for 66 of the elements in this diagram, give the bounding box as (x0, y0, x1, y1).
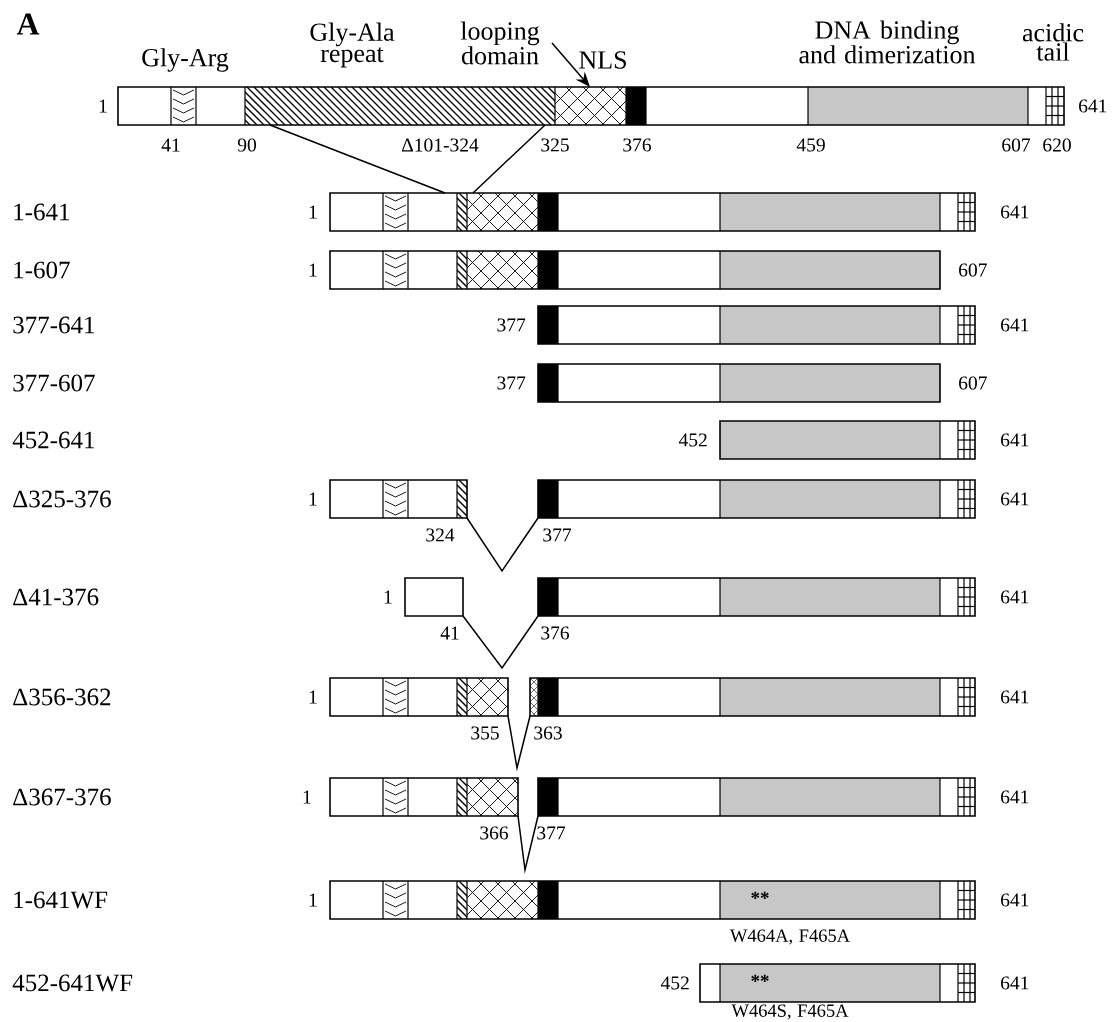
residue-number: 641 (1001, 790, 1029, 804)
residue-number: 377 (497, 376, 526, 390)
residue-number: 641 (1001, 205, 1029, 219)
construct-name: 1-607 (14, 261, 70, 279)
deletion-line (517, 815, 539, 875)
construct-name: 377-641 (13, 316, 94, 334)
construct-name: 1-641WF (14, 891, 108, 909)
residue-number: 1 (384, 590, 392, 604)
residue-number: 641 (1001, 590, 1029, 604)
deletion-line (462, 615, 539, 670)
residue-number: 366 (480, 826, 509, 840)
residue-number: 459 (796, 138, 825, 152)
zoom-line (472, 124, 546, 194)
residue-number: 377 (537, 826, 566, 840)
deletion-label: Δ101-324 (402, 138, 479, 152)
construct-name: 452-641 (12, 431, 94, 449)
residue-number: 1 (309, 263, 317, 277)
zoom-line (269, 124, 446, 194)
construct-name: Δ356-362 (13, 688, 111, 706)
mutation-mark: ** (751, 891, 769, 899)
residue-number: 377 (543, 528, 572, 542)
residue-number: 324 (426, 528, 455, 542)
residue-number: 641 (1001, 318, 1029, 332)
construct-name: Δ325-376 (13, 490, 111, 508)
domain-label: NLS (579, 51, 626, 69)
mutation-label: W464S, F465A (731, 1004, 849, 1020)
residue-number: 41 (161, 138, 180, 152)
residue-number: 620 (1043, 138, 1071, 152)
residue-number: 376 (541, 626, 570, 640)
residue-number: 607 (959, 263, 987, 277)
domain-label: looping domain (460, 21, 540, 65)
mutation-mark: ** (751, 974, 769, 982)
construct-name: 1-641 (14, 203, 69, 221)
deletion-line (466, 517, 539, 573)
residue-number: 363 (534, 726, 562, 740)
residue-number: 1 (309, 690, 317, 704)
residue-number: 452 (678, 433, 707, 447)
panel-letter: A (16, 13, 40, 35)
residue-number: 641 (1079, 99, 1107, 113)
residue-number: 641 (1001, 690, 1029, 704)
residue-number: 1 (309, 893, 317, 907)
construct-name: Δ367-376 (13, 788, 111, 806)
residue-number: 607 (959, 376, 987, 390)
residue-number: 1 (309, 205, 317, 219)
residue-number: 355 (471, 726, 499, 740)
residue-number: 607 (1002, 138, 1031, 152)
deletion-line (507, 715, 531, 772)
residue-number: 641 (1001, 893, 1029, 907)
residue-number: 41 (440, 626, 459, 640)
residue-number: 90 (237, 138, 256, 152)
residue-number: 1 (303, 790, 311, 804)
residue-number: 376 (623, 138, 652, 152)
construct-name: 377-607 (13, 374, 95, 392)
residue-number: 1 (99, 99, 107, 113)
arrow (551, 42, 590, 87)
mutation-label: W464A, F465A (729, 929, 850, 945)
residue-number: 641 (1001, 976, 1029, 990)
residue-number: 1 (309, 492, 317, 506)
residue-number: 641 (1001, 433, 1029, 447)
construct-name: 452-641WF (12, 974, 133, 992)
residue-number: 377 (497, 318, 526, 332)
residue-number: 325 (541, 138, 569, 152)
construct-name: Δ41-376 (13, 588, 99, 606)
domain-label: acidic tail (1022, 23, 1084, 61)
residue-number: 452 (660, 976, 689, 990)
residue-number: 641 (1001, 492, 1029, 506)
